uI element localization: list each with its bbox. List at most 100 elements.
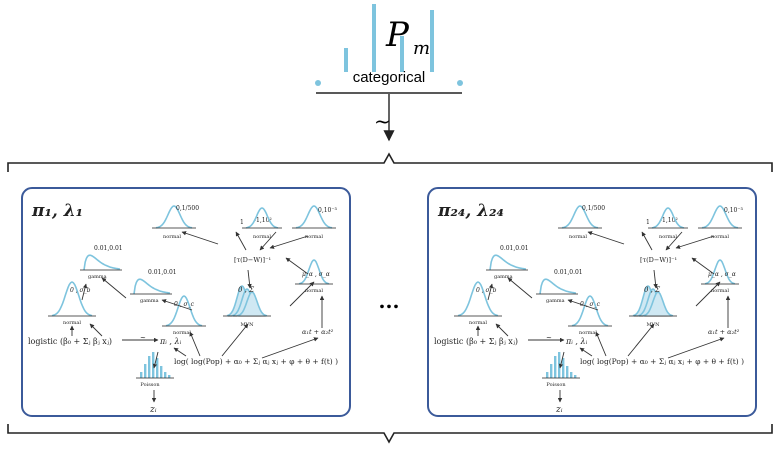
normal-pair-label: normal [659,234,677,240]
normal-top-label: normal [569,234,587,240]
logistic-expr: logistic (β₀ + Σⱼ βⱼ xⱼ) [28,337,112,346]
poisson-bar [164,372,167,378]
dependency-arrow [665,231,683,251]
poisson-label: Poisson [546,382,566,388]
node-subscript: m [413,38,430,59]
alpha-t-expr: α₁t + α₂t² [708,328,740,336]
dependency-arrow [567,299,599,311]
dependency-arrow [81,283,88,301]
dependency-arrow [181,231,219,245]
categorical-bar-2 [372,4,376,72]
mu-sigma-label: μ_α , σ_α [708,271,736,278]
poisson-bar [570,372,573,378]
log-expr: log( log(Pop) + α₀ + Σⱼ αⱼ xⱼ + φ + θ + … [174,357,338,366]
panel-frame [21,187,351,417]
one-over: 1 [240,219,244,226]
normal-mid-label: normal [173,330,191,336]
log-expr: log( log(Pop) + α₀ + Σⱼ αⱼ xⱼ + φ + θ + … [580,357,744,366]
gamma-params: 0.01,0.01 [500,245,529,252]
categorical-node: P m categorical [315,4,463,94]
tau-expr: [τ(D−W)]⁻¹ [234,256,272,264]
node-symbol: P [385,15,410,55]
dependency-arrow [261,337,319,359]
sigma-b-label: 0 , σ_b [70,287,91,294]
one-over: 1 [646,219,650,226]
tau-expr: [τ(D−W)]⁻¹ [640,256,678,264]
dependency-arrow [507,277,533,299]
z-label: zᵢ [149,405,157,415]
normal-right-curve [698,205,742,229]
dependency-arrow [695,281,721,307]
pair-label: -1,10² [660,217,678,224]
categorical-bar-3 [400,36,404,72]
mvn-curve-2 [233,291,271,317]
bottom-brace [7,424,773,444]
dependency-arrow [487,283,494,301]
gamma-curve-left [80,254,122,271]
dependency-arrow [289,281,315,307]
dependency-arrow [667,337,725,359]
categorical-dot-right [457,80,463,86]
poisson-bar [554,356,557,378]
gamma-params: 0.01,0.01 [94,245,123,252]
normal-pair-curve [242,207,282,229]
dependency-arrow [285,257,309,275]
normal-right-params: 0,10⁻³ [318,207,338,214]
normal-top-params: 0,1/500 [176,205,199,212]
dependency-arrow [691,257,715,275]
poisson-label: Poisson [140,382,160,388]
tilde-symbol: ~ [374,109,391,133]
panel-title: π₂₄, λ₂₄ [437,201,504,221]
normal-far-label: normal [711,288,729,294]
ellipsis: ... [379,289,400,313]
categorical-dot-left [315,80,321,86]
logistic-expr: logistic (β₀ + Σⱼ βⱼ xⱼ) [434,337,518,346]
gamma-label: gamma [88,274,107,280]
pi-lambda: πᵢ , λᵢ [159,337,182,346]
pair-label: -1,10² [254,217,272,224]
dependency-arrow [641,231,653,251]
gamma2-params: 0.01,0.01 [554,269,583,276]
top-brace [7,152,773,172]
gamma-label: gamma [494,274,513,280]
categorical-label: categorical [353,69,426,86]
normal-top-curve [152,205,196,229]
poisson-bar [148,356,151,378]
dependency-arrow [675,235,715,249]
normal-mid-label: normal [579,330,597,336]
poisson-bar [566,366,569,378]
normal-mid-curve [162,295,206,327]
pi-lambda: πᵢ , λᵢ [565,337,588,346]
normal-far-label: normal [305,288,323,294]
gamma-curve-mid [130,278,172,295]
normal-right-params: 0,10⁻³ [724,207,744,214]
poisson-bar [574,375,577,378]
poisson-bar [144,364,147,378]
poisson-bar [546,372,549,378]
dependency-arrow [247,269,252,289]
alpha-t-expr: α₁t + α₂t² [302,328,334,336]
gamma-curve-left [486,254,528,271]
normal-pair-curve [648,207,688,229]
mvn-params: 0 , Σ [238,286,254,294]
poisson-bar [168,375,171,378]
dependency-arrow [269,235,309,249]
gamma2-label: gamma [140,298,159,304]
dependency-arrow [189,331,201,357]
normal-left-curve [48,281,96,317]
dependency-arrow [579,347,593,357]
dependency-arrow [101,277,127,299]
poisson-bar [160,366,163,378]
dependency-arrow [152,351,159,369]
tilde-mark: ~ [140,334,146,342]
poisson-bar [140,372,143,378]
dependency-arrow [558,351,565,369]
dependency-arrow [173,347,187,357]
normal-right-label: normal [711,234,729,240]
mvn-params: 0 , Σ [644,286,660,294]
sigma-b-label: 0 , σ_b [476,287,497,294]
normal-pair-label: normal [253,234,271,240]
poisson-bar [152,352,155,378]
normal-right-label: normal [305,234,323,240]
